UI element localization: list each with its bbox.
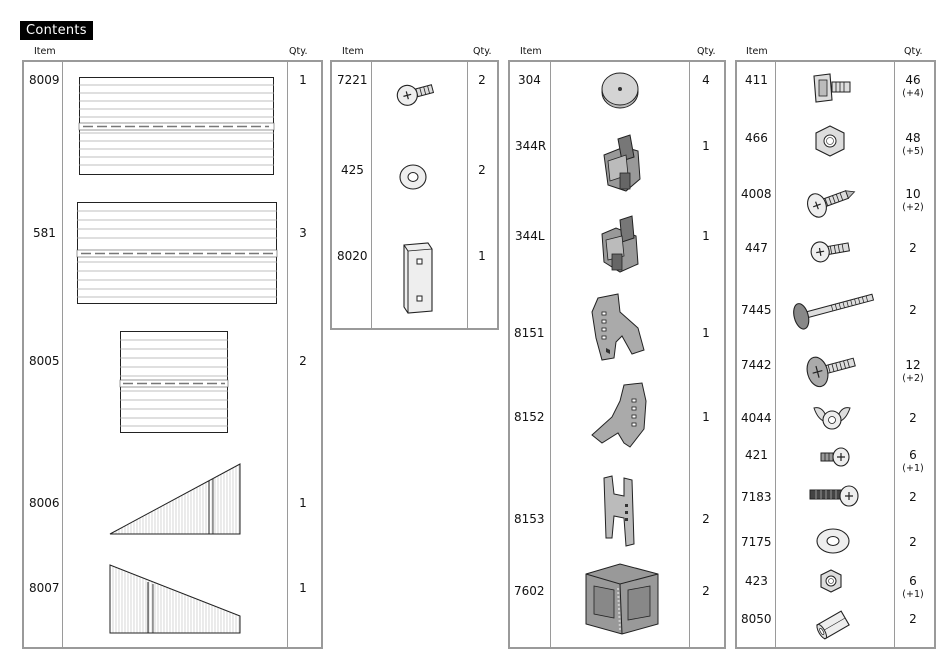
- qty-header: Qty.: [697, 46, 716, 57]
- long-screw-icon: [792, 286, 880, 328]
- item-qty: 1: [691, 326, 721, 340]
- item-id: 411: [745, 73, 768, 87]
- item-qty: 2: [898, 303, 928, 317]
- item-qty: 48(+5): [898, 131, 928, 157]
- wafer-screw-icon: [805, 348, 859, 388]
- screw-icon: [395, 80, 437, 106]
- item-id: 581: [33, 226, 56, 240]
- item-id: 7175: [741, 535, 772, 549]
- item-qty: 2: [467, 73, 497, 87]
- item-id: 8020: [337, 249, 368, 263]
- standoff-icon: [813, 608, 853, 642]
- item-qty: 1: [467, 249, 497, 263]
- item-id: 8050: [741, 612, 772, 626]
- item-qty: 1: [288, 73, 318, 87]
- item-header: Item: [746, 46, 768, 57]
- item-qty: 1: [691, 139, 721, 153]
- item-header: Item: [34, 46, 56, 57]
- item-id: 447: [745, 241, 768, 255]
- item-qty: 46(+4): [898, 73, 928, 99]
- item-id: 8007: [29, 581, 60, 595]
- item-id: 8005: [29, 354, 60, 368]
- item-qty: 3: [288, 226, 318, 240]
- wing-nut-icon: [812, 402, 852, 432]
- page-title: Contents: [20, 21, 93, 40]
- item-qty: 10(+2): [898, 187, 928, 213]
- item-qty: 6(+1): [898, 574, 928, 600]
- washer-icon: [815, 527, 851, 555]
- qty-header: Qty.: [904, 46, 923, 57]
- item-id: 8006: [29, 496, 60, 510]
- clip-right-icon: [596, 133, 646, 195]
- item-id: 304: [518, 73, 541, 87]
- item-qty: 1: [288, 581, 318, 595]
- item-qty: 2: [898, 241, 928, 255]
- item-id: 7183: [741, 490, 772, 504]
- wall-panel-icon: [79, 77, 274, 175]
- item-qty: 2: [898, 535, 928, 549]
- wall-panel-icon: [120, 331, 228, 433]
- connector-icon: [588, 381, 658, 453]
- item-header: Item: [342, 46, 364, 57]
- item-id: 7445: [741, 303, 772, 317]
- item-qty: 6(+1): [898, 448, 928, 474]
- item-qty: 2: [288, 354, 318, 368]
- connector-icon: [598, 474, 638, 548]
- item-qty: 4: [691, 73, 721, 87]
- item-id: 425: [341, 163, 364, 177]
- item-id: 8151: [514, 326, 545, 340]
- item-id: 344R: [515, 139, 546, 153]
- wall-panel-icon: [77, 202, 277, 304]
- item-qty: 12(+2): [898, 358, 928, 384]
- screw-icon: [809, 236, 853, 264]
- clip-left-icon: [596, 216, 646, 276]
- item-id: 344L: [515, 229, 545, 243]
- qty-header: Qty.: [473, 46, 492, 57]
- bracket-icon: [398, 241, 436, 315]
- item-qty: 2: [691, 584, 721, 598]
- item-id: 7221: [337, 73, 368, 87]
- item-qty: 2: [898, 490, 928, 504]
- gable-panel-icon: [109, 564, 242, 635]
- item-id: 8152: [514, 410, 545, 424]
- item-id: 7442: [741, 358, 772, 372]
- foot-pad-icon: [600, 70, 640, 110]
- item-id: 421: [745, 448, 768, 462]
- item-id: 466: [745, 131, 768, 145]
- lock-nut-icon: [818, 568, 844, 594]
- item-qty: 1: [691, 410, 721, 424]
- item-qty: 1: [691, 229, 721, 243]
- hex-nut-icon: [813, 124, 847, 158]
- item-qty: 2: [898, 612, 928, 626]
- item-id: 423: [745, 574, 768, 588]
- item-qty: 1: [288, 496, 318, 510]
- item-id: 7602: [514, 584, 545, 598]
- corner-bracket-icon: [582, 560, 662, 638]
- item-id: 4044: [741, 411, 772, 425]
- item-qty: 2: [467, 163, 497, 177]
- washer-icon: [398, 162, 428, 192]
- gable-panel-icon: [109, 463, 242, 536]
- item-id: 8153: [514, 512, 545, 526]
- item-id: 4008: [741, 187, 772, 201]
- qty-header: Qty.: [289, 46, 308, 57]
- connector-icon: [580, 292, 652, 364]
- item-id: 8009: [29, 73, 60, 87]
- item-header: Item: [520, 46, 542, 57]
- short-bolt-icon: [819, 446, 851, 468]
- self-drilling-screw-icon: [806, 180, 858, 220]
- long-bolt-icon: [808, 483, 860, 509]
- item-qty: 2: [691, 512, 721, 526]
- square-nut-bolt-icon: [810, 70, 854, 106]
- item-qty: 2: [898, 411, 928, 425]
